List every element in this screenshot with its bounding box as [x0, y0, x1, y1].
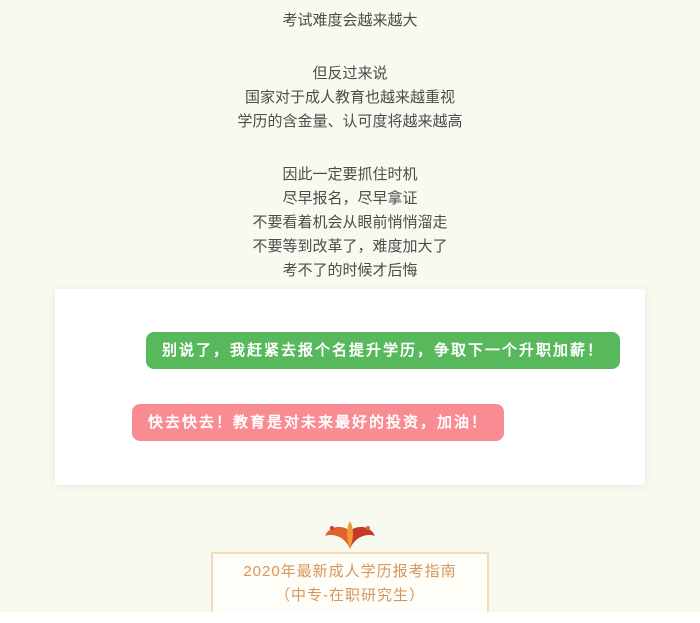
- intro-line: 考试难度会越来越大: [282, 12, 418, 29]
- intro-line: 考不了的时候才后悔: [282, 262, 418, 279]
- intro-paragraph: 但反过来说 国家对于成人教育也越来越重视 学历的含金量、认可度将越来越高: [0, 62, 700, 134]
- chat-card: 别说了，我赶紧去报个名提升学历，争取下一个升职加薪！ 快去快去！教育是对未来最好…: [55, 289, 645, 485]
- intro-line: 学历的含金量、认可度将越来越高: [237, 113, 463, 130]
- intro-paragraph: 因此一定要抓住时机 尽早报名，尽早拿证 不要看着机会从眼前悄悄溜走 不要等到改革…: [0, 163, 700, 283]
- intro-text: 考试难度会越来越大 但反过来说 国家对于成人教育也越来越重视 学历的含金量、认可…: [0, 0, 700, 283]
- chat-bubble-green: 别说了，我赶紧去报个名提升学历，争取下一个升职加薪！: [145, 332, 620, 369]
- chat-bubble-pink: 快去快去！教育是对未来最好的投资，加油！: [132, 404, 505, 441]
- guide-box: 2020年最新成人学历报考指南 （中专-在职研究生）: [211, 552, 489, 618]
- autumn-leaves-icon: [325, 521, 375, 549]
- guide-title: 2020年最新成人学历报考指南: [243, 563, 457, 580]
- intro-paragraph: 考试难度会越来越大: [0, 9, 700, 33]
- intro-line: 因此一定要抓住时机: [282, 166, 418, 183]
- guide-subtitle: （中专-在职研究生）: [275, 587, 425, 604]
- intro-line: 国家对于成人教育也越来越重视: [244, 89, 455, 106]
- intro-line: 不要等到改革了，难度加大了: [252, 238, 448, 255]
- intro-line: 尽早报名，尽早拿证: [282, 190, 418, 207]
- intro-line: 不要看着机会从眼前悄悄溜走: [252, 214, 448, 231]
- decoration-row: [0, 520, 700, 550]
- intro-line: 但反过来说: [312, 65, 388, 82]
- footer-strip: [0, 612, 700, 623]
